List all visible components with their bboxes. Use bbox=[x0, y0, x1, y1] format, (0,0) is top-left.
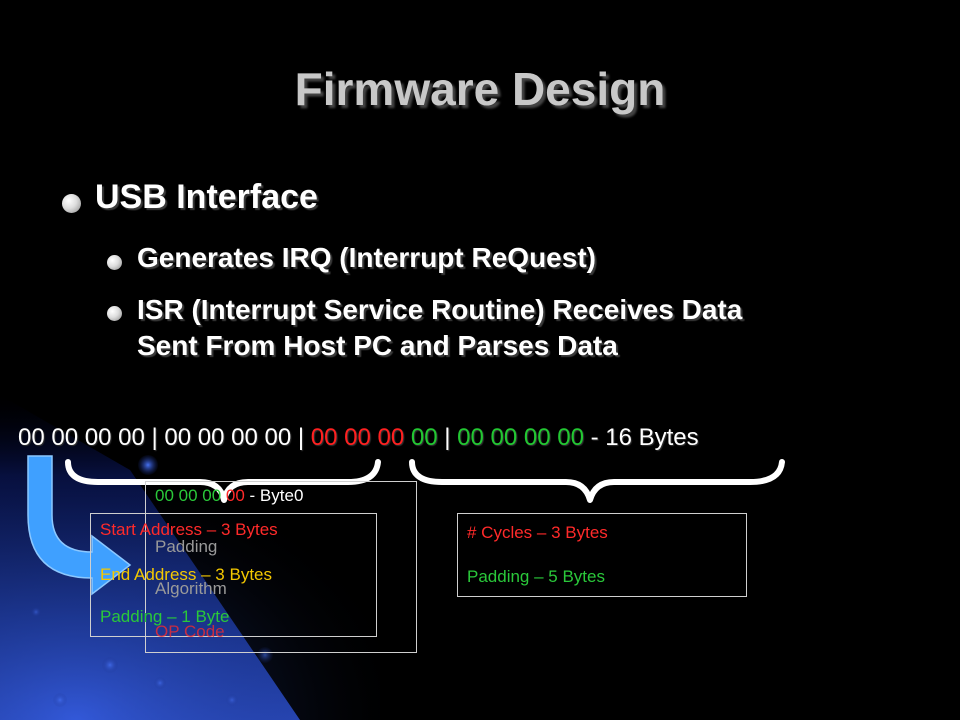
byte-group-3-red: 00 00 00 bbox=[310, 424, 405, 451]
algorithm-label: Algorithm bbox=[155, 579, 227, 598]
separator: | bbox=[144, 424, 165, 451]
end-address-label: End Address – 3 Bytes bbox=[100, 565, 272, 584]
byte-group-3-green: 00 bbox=[404, 424, 438, 451]
byte-group-1: 00 00 00 00 bbox=[18, 424, 145, 451]
byte0-row: 00 00 00 00 - Byte0 bbox=[155, 486, 303, 506]
opcode-label: OP Code bbox=[155, 622, 225, 641]
start-address-label: Start Address – 3 Bytes bbox=[100, 520, 278, 539]
sub-bullet-dot-icon bbox=[107, 255, 122, 270]
opcode-padding-label: Padding bbox=[155, 537, 218, 556]
cycles-box bbox=[457, 513, 747, 597]
cycles-label: # Cycles – 3 Bytes bbox=[467, 523, 608, 542]
sub-bullet-isr: ISR (Interrupt Service Routine) Receives… bbox=[137, 292, 927, 364]
slide-title: Firmware Design bbox=[294, 63, 666, 115]
cycles-padding-label: Padding – 5 Bytes bbox=[467, 567, 605, 586]
bullet-dot-icon bbox=[62, 194, 81, 213]
byte0-label: - Byte0 bbox=[244, 486, 304, 505]
separator: | bbox=[291, 424, 311, 451]
byte0-red: 00 bbox=[221, 486, 245, 505]
bullet-usb-interface: USB Interface bbox=[95, 178, 318, 216]
separator: | bbox=[437, 424, 458, 451]
sub-bullet-isr-line2: Sent From Host PC and Parses Data bbox=[137, 330, 618, 361]
packet-bytes-line: 00 00 00 00 | 00 00 00 00 | 00 00 00 00 … bbox=[18, 424, 699, 452]
sub-bullet-dot-icon bbox=[107, 306, 122, 321]
sub-bullet-isr-line1: ISR (Interrupt Service Routine) Receives… bbox=[137, 294, 743, 325]
packet-size-label: - 16 Bytes bbox=[583, 424, 699, 451]
sub-bullet-irq: Generates IRQ (Interrupt ReQuest) bbox=[137, 242, 596, 273]
byte0-green: 00 00 00 bbox=[155, 486, 222, 505]
byte-group-4: 00 00 00 00 bbox=[457, 424, 584, 451]
address-padding-label: Padding – 1 Byte bbox=[100, 607, 230, 626]
byte-group-2: 00 00 00 00 bbox=[164, 424, 292, 451]
